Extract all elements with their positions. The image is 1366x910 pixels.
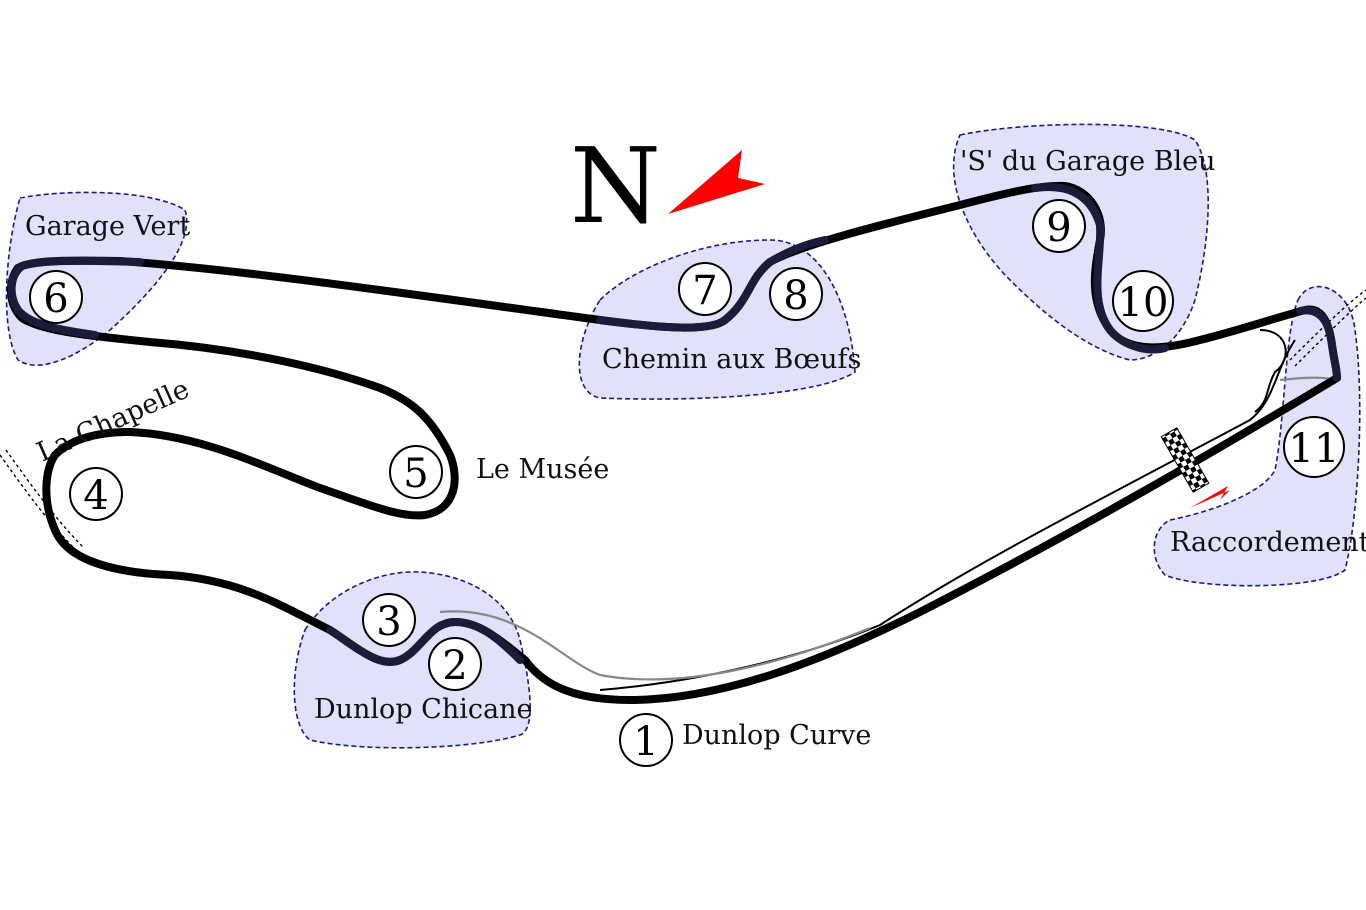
section-label-raccordement: Raccordement <box>1170 527 1366 558</box>
corner-name-1: Dunlop Curve <box>682 720 871 751</box>
corner-marker-2: 2 <box>428 637 482 691</box>
access-road-loop <box>1254 329 1287 413</box>
corner-marker-9: 9 <box>1032 199 1086 253</box>
track-zone-chemin <box>596 236 829 332</box>
corner-marker-10: 10 <box>1112 270 1174 332</box>
svg-text:5: 5 <box>403 451 428 497</box>
zone-dunlop-chicane <box>293 571 531 749</box>
track-zone-bleu <box>1031 183 1169 354</box>
corner-marker-11: 11 <box>1283 416 1345 478</box>
access-road-main <box>879 339 1296 626</box>
north-label: N <box>570 125 661 247</box>
section-label-dunlop-chicane: Dunlop Chicane <box>314 694 532 725</box>
section-label-la-chapelle: La Chapelle <box>32 374 194 469</box>
railway-west-2 <box>5 449 85 549</box>
track-zone-garage-vert <box>7 256 144 339</box>
section-label-garage-vert: Garage Vert <box>25 211 190 242</box>
north-arrow-icon <box>668 150 765 214</box>
svg-text:11: 11 <box>1289 426 1340 472</box>
railway-west <box>0 454 79 553</box>
zone-raccordement <box>1153 285 1361 587</box>
start-finish-flag-icon <box>1160 427 1210 493</box>
corner-marker-1: 1 <box>619 713 673 767</box>
direction-arrow-icon <box>1190 486 1230 508</box>
svg-text:8: 8 <box>783 273 808 319</box>
svg-text:10: 10 <box>1118 280 1169 326</box>
section-label-garage-bleu: 'S' du Garage Bleu <box>960 146 1216 177</box>
corner-marker-6: 6 <box>29 270 83 324</box>
corner-marker-4: 4 <box>69 467 123 521</box>
corner-marker-7: 7 <box>678 262 732 316</box>
svg-text:1: 1 <box>633 719 658 765</box>
svg-text:7: 7 <box>692 268 717 314</box>
svg-text:3: 3 <box>376 599 401 645</box>
svg-text:4: 4 <box>83 473 108 519</box>
track-zone-dunlop-chicane <box>326 617 524 666</box>
grey-road-south <box>439 610 871 681</box>
section-label-chemin-aux-boeufs: Chemin aux Bœufs <box>602 344 861 375</box>
track-zone-raccordement <box>1296 306 1341 382</box>
svg-text:6: 6 <box>43 276 68 322</box>
corner-marker-8: 8 <box>769 267 823 321</box>
corner-name-5: Le Musée <box>476 454 609 485</box>
corner-marker-3: 3 <box>362 593 416 647</box>
corner-marker-5: 5 <box>389 445 443 499</box>
svg-text:2: 2 <box>442 643 467 689</box>
railway-east-2 <box>1294 297 1366 367</box>
svg-text:9: 9 <box>1046 205 1071 251</box>
